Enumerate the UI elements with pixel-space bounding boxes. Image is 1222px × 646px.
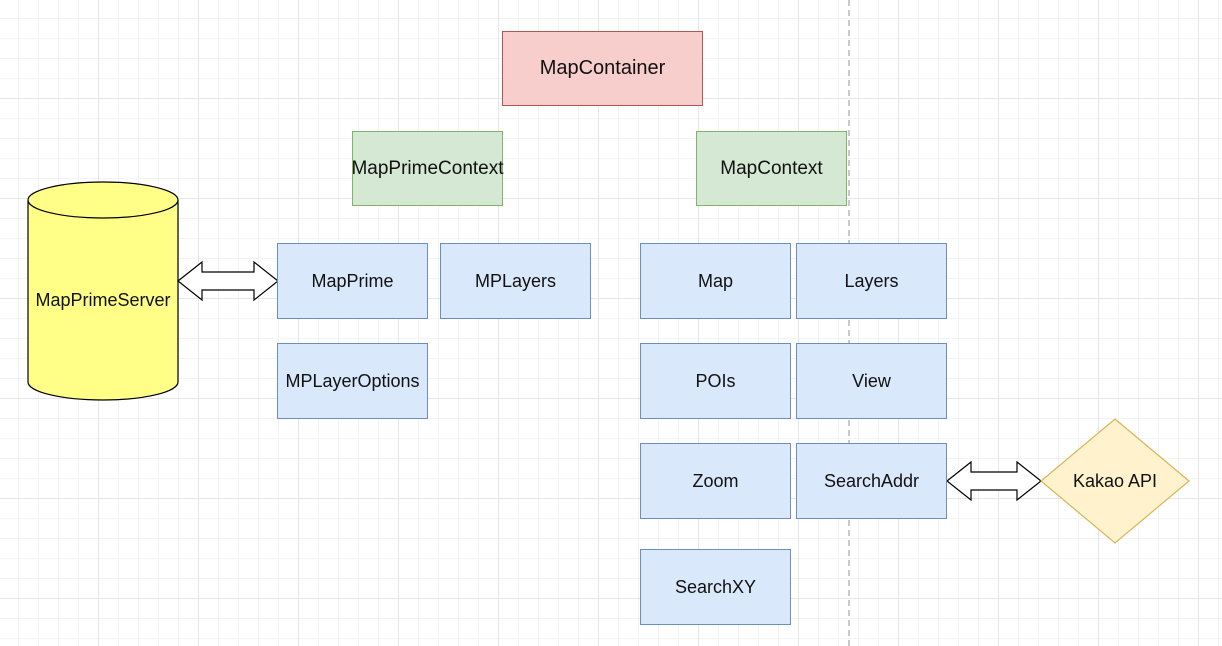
mplayers-box[interactable]: MPLayers <box>440 243 591 319</box>
api-diamond[interactable] <box>1040 418 1190 544</box>
searchaddr-api-arrow <box>946 460 1042 502</box>
server-cylinder[interactable] <box>27 181 179 401</box>
searchaddr-box[interactable]: SearchAddr <box>796 443 947 519</box>
api-label: Kakao API <box>1072 470 1158 491</box>
pois-box[interactable]: POIs <box>640 343 791 419</box>
server-mapprime-arrow <box>177 260 279 302</box>
dashed-divider <box>848 0 850 646</box>
view-box[interactable]: View <box>796 343 947 419</box>
layers-box[interactable]: Layers <box>796 243 947 319</box>
map-prime-context-box[interactable]: MapPrimeContext <box>351 131 504 206</box>
mapprime-box[interactable]: MapPrime <box>277 243 428 319</box>
zoom-box[interactable]: Zoom <box>640 443 791 519</box>
mplayeroptions-box[interactable]: MPLayerOptions <box>277 343 428 419</box>
map-container-box[interactable]: MapContainer <box>502 31 703 106</box>
map-context-box[interactable]: MapContext <box>696 131 847 206</box>
server-label: MapPrimeServer <box>35 289 171 310</box>
searchxy-box[interactable]: SearchXY <box>640 549 791 625</box>
map-box[interactable]: Map <box>640 243 791 319</box>
